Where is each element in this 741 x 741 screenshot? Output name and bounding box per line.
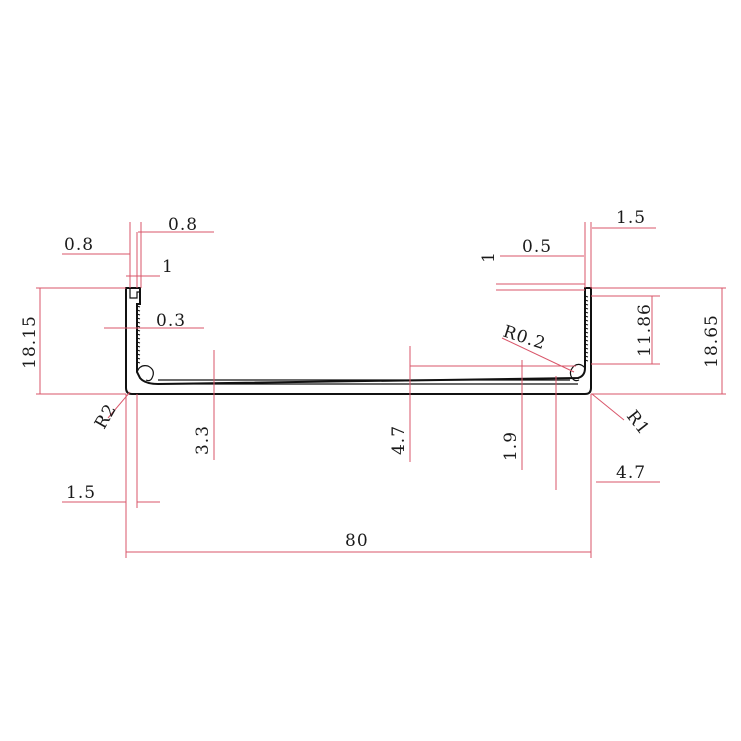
serration-tick xyxy=(584,331,589,334)
serration-tick xyxy=(136,309,141,312)
serration-tick xyxy=(584,327,589,330)
left-top-hook xyxy=(129,288,140,299)
dim-line xyxy=(501,337,575,373)
label-top-right-wall: 1.5 xyxy=(616,208,646,228)
label-right-height: 18.65 xyxy=(702,314,722,368)
label-right-inner-height: 11.86 xyxy=(635,303,655,357)
serration-tick xyxy=(584,319,589,322)
serration-tick xyxy=(136,313,141,316)
left-screw-boss xyxy=(136,365,154,382)
serration-tick xyxy=(136,325,141,328)
label-top-right-lip: 1 xyxy=(479,251,499,263)
serration-tick xyxy=(584,351,589,354)
serration-tick xyxy=(136,349,141,352)
serration-tick xyxy=(584,303,589,306)
dim-line xyxy=(591,393,625,421)
label-right-corner-radius: R1 xyxy=(622,407,654,440)
serration-tick xyxy=(584,315,589,318)
serration-tick xyxy=(136,345,141,348)
serration-tick xyxy=(136,317,141,320)
serration-tick xyxy=(584,355,589,358)
right-wall-serrations xyxy=(584,295,589,362)
label-top-left-wall-offset: 0.8 xyxy=(64,235,94,255)
label-left-wall-thickness: 1.5 xyxy=(66,483,96,503)
serration-tick xyxy=(584,299,589,302)
serration-tick xyxy=(584,339,589,342)
label-center-base-height: 4.7 xyxy=(389,425,409,455)
label-top-right-slot: 0.5 xyxy=(522,237,552,257)
serration-tick xyxy=(136,321,141,324)
serration-tick xyxy=(136,353,141,356)
serration-tick xyxy=(136,305,141,308)
serration-tick xyxy=(136,357,141,360)
serration-tick xyxy=(584,311,589,314)
serration-tick xyxy=(584,347,589,350)
label-top-left-lip: 1 xyxy=(162,257,174,277)
serration-tick xyxy=(136,329,141,332)
label-right-groove-width: 4.7 xyxy=(616,463,646,483)
serration-tick xyxy=(136,341,141,344)
label-left-base-height: 3.3 xyxy=(193,425,213,455)
left-wall-serrations xyxy=(136,305,141,364)
profile-outer-outline xyxy=(125,287,592,395)
serration-tick xyxy=(584,343,589,346)
label-top-left-slot-width: 0.8 xyxy=(168,215,198,235)
channel-profile xyxy=(125,287,592,395)
label-overall-width: 80 xyxy=(345,531,369,551)
serration-tick xyxy=(584,295,589,298)
label-left-corner-radius: R2 xyxy=(91,400,121,432)
dim-line xyxy=(107,391,131,419)
serration-tick xyxy=(584,359,589,362)
label-inner-radius: R0.2 xyxy=(500,322,548,355)
serration-tick xyxy=(136,333,141,336)
label-left-inner-gap: 0.3 xyxy=(156,311,186,331)
label-left-height: 18.15 xyxy=(20,315,40,369)
serration-tick xyxy=(584,335,589,338)
serration-tick xyxy=(584,323,589,326)
right-screw-boss xyxy=(569,363,586,382)
serration-tick xyxy=(136,361,141,364)
serration-tick xyxy=(136,337,141,340)
dimension-lines xyxy=(36,222,726,558)
serration-tick xyxy=(584,307,589,310)
label-right-base-height: 1.9 xyxy=(501,431,521,461)
